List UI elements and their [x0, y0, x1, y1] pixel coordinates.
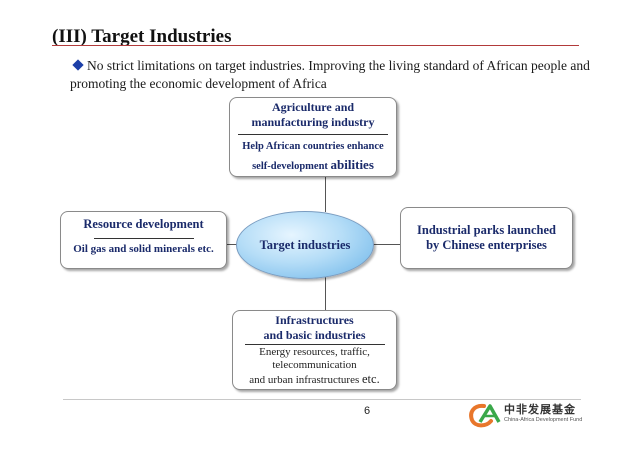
bottom-box-detail-line2: telecommunication: [272, 359, 357, 371]
resource-development-box: Resource development Oil gas and solid m…: [60, 211, 227, 269]
slide-title: (III) Target Industries: [52, 26, 232, 47]
intro-text-content: No strict limitations on target industri…: [70, 58, 590, 91]
top-box-detail-line2-b: abilities: [330, 157, 374, 172]
logo-english-text: China-Africa Development Fund: [504, 417, 583, 423]
bottom-box-detail-line3-b: etc.: [362, 372, 380, 386]
top-box-heading-line2: manufacturing industry: [251, 115, 375, 129]
top-box-detail-line2: self-development abilities: [230, 157, 396, 174]
bottom-box-detail-line1: Energy resources, traffic,: [259, 346, 370, 358]
bottom-box-divider: [244, 344, 385, 345]
center-label: Target industries: [259, 237, 351, 252]
bottom-box-heading-line1: Infrastructures: [275, 313, 354, 327]
right-box-line1: Industrial parks launched: [417, 223, 556, 237]
connector-left: [226, 244, 237, 245]
footer-rule: [63, 399, 581, 400]
logo-chinese-text: 中非发展基金: [504, 403, 576, 416]
bottom-box-heading-line2: and basic industries: [263, 328, 366, 342]
right-box-line2: by Chinese enterprises: [426, 238, 547, 252]
top-box-heading-line1: Agriculture and: [271, 100, 355, 114]
bullet-diamond-icon: [72, 59, 84, 71]
title-underline: [52, 45, 579, 46]
target-industries-ellipse: Target industries: [236, 211, 374, 279]
connector-top: [325, 176, 326, 212]
industrial-parks-box: Industrial parks launched by Chinese ent…: [400, 207, 573, 269]
left-box-divider: [93, 238, 194, 239]
connector-bottom: [325, 276, 326, 312]
top-box-detail-line2-a: self-development: [252, 161, 328, 172]
bottom-box-detail-line3-a: and urban infrastructures: [249, 374, 360, 386]
bottom-box-detail-line3: and urban infrastructures etc.: [233, 372, 396, 388]
connector-right: [371, 244, 401, 245]
infrastructure-box: Infrastructures and basic industries Ene…: [232, 310, 397, 390]
left-box-heading: Resource development: [83, 217, 204, 231]
agriculture-manufacturing-box: Agriculture and manufacturing industry H…: [229, 97, 397, 177]
top-box-divider: [238, 134, 388, 135]
page-number: 6: [364, 405, 371, 417]
top-box-detail-line1: Help African countries enhance: [242, 141, 384, 152]
left-box-detail: Oil gas and solid minerals etc.: [73, 243, 214, 255]
intro-text: No strict limitations on target industri…: [70, 57, 590, 93]
cad-fund-logo-icon: [469, 403, 501, 428]
